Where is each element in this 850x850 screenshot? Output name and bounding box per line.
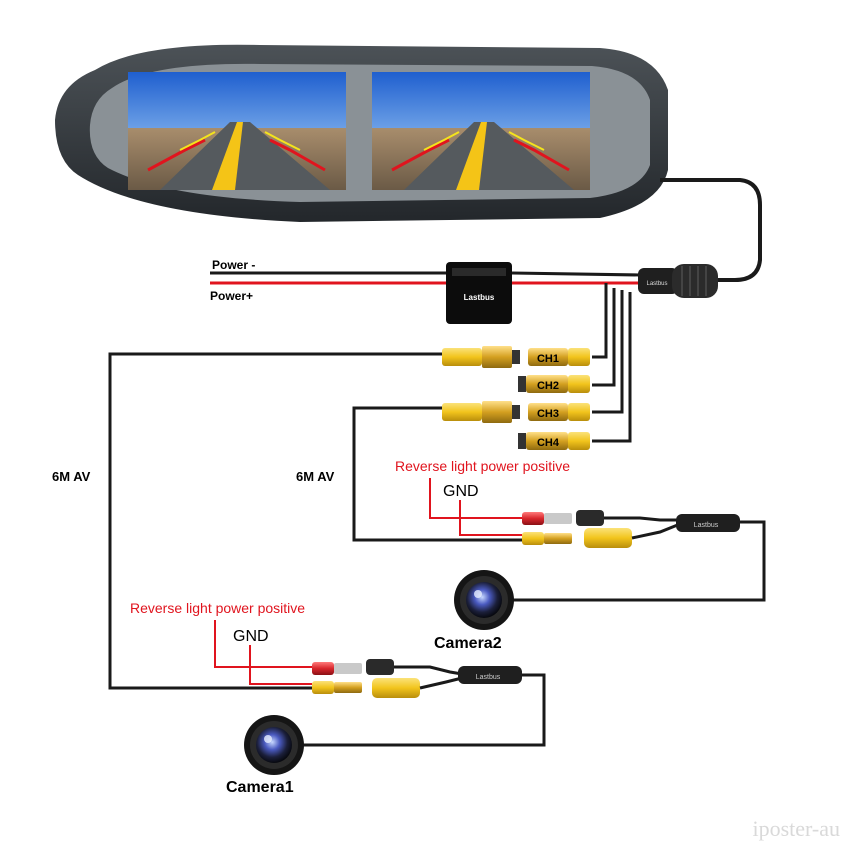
av-cable-mid-label: 6M AV: [296, 469, 335, 484]
av-cable-left-label: 6M AV: [52, 469, 91, 484]
ch4-label: CH4: [537, 437, 560, 449]
camera1-label: Camera1: [226, 779, 294, 796]
av-cable-left: [108, 352, 442, 690]
power-plus-label: Power+: [210, 289, 253, 303]
cam1-plug-brand: Lastbus: [476, 674, 501, 681]
gnd-2-label: GND: [443, 483, 479, 500]
camera2-label: Camera2: [434, 635, 502, 652]
power-minus-label: Power -: [212, 258, 255, 272]
gnd-2-wire: [459, 500, 522, 536]
cam1-plug-icon: Lastbus: [458, 666, 522, 684]
channel-wires: [592, 283, 632, 443]
cam1-cable: [300, 673, 546, 747]
control-box-icon: Lastbus: [446, 262, 512, 324]
main-connector-icon: Lastbus: [638, 264, 718, 298]
camera2-icon: [454, 570, 514, 630]
av-cable-mid: [352, 406, 522, 542]
ch2-connector: CH2: [518, 375, 590, 393]
gnd-1-wire: [249, 645, 312, 685]
ch4-connector: CH4: [518, 432, 590, 450]
ch2-label: CH2: [537, 380, 559, 392]
reverse-power-2-label: Reverse light power positive: [395, 458, 570, 474]
left-screen-icon: [128, 72, 346, 190]
watermark: iposter-au: [752, 816, 840, 841]
ch3-label: CH3: [537, 408, 559, 420]
reverse-power-1-label: Reverse light power positive: [130, 600, 305, 616]
ch1-connector: CH1: [442, 346, 590, 368]
cam2-plug-brand: Lastbus: [694, 522, 719, 529]
cam2-plug-icon: Lastbus: [676, 514, 740, 532]
connector-brand: Lastbus: [646, 281, 667, 287]
cam1-harness-plugs: [312, 659, 420, 698]
gnd-1-label: GND: [233, 628, 269, 645]
reverse-power-2-wire: [429, 478, 522, 519]
mirror-cable: [660, 178, 762, 282]
reverse-power-1-wire: [214, 620, 312, 668]
mirror-monitor-icon: [55, 44, 668, 222]
right-screen-icon: [372, 72, 590, 190]
ch3-connector: CH3: [442, 401, 590, 423]
control-box-brand: Lastbus: [464, 293, 495, 302]
camera1-icon: [244, 715, 304, 775]
ch1-label: CH1: [537, 353, 559, 365]
cam2-cable: [508, 520, 766, 602]
cam2-harness-plugs: [522, 510, 632, 548]
